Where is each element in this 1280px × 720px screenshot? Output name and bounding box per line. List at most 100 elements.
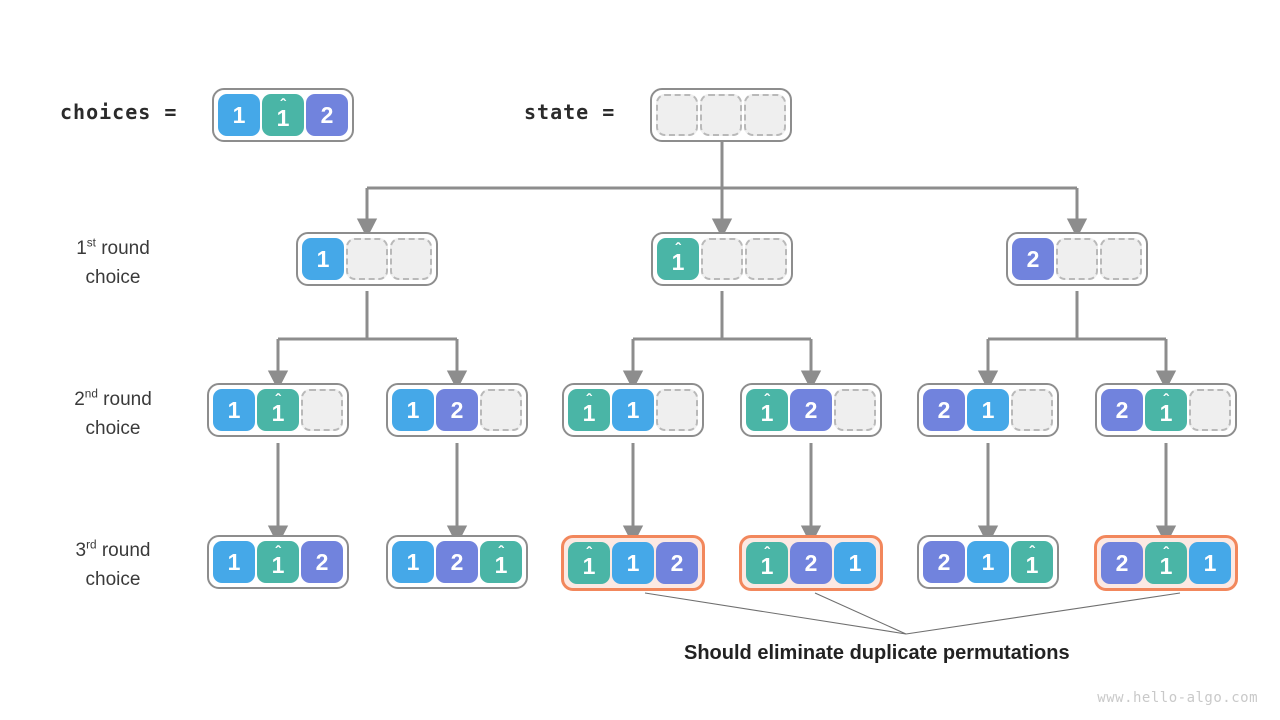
r3n6-cell-2-value-1: 1	[1189, 542, 1231, 584]
circumflex-hat-icon: ˆ	[275, 544, 281, 561]
r1n3-cell-0-value-2: 2	[1012, 238, 1054, 280]
r2n2-cell-1-value-2: 2	[436, 389, 478, 431]
round-1-line2: choice	[85, 267, 141, 289]
circumflex-hat-icon: ˆ	[280, 97, 286, 114]
r2n4-cell-1-value-2: 2	[790, 389, 832, 431]
cell-value: 1	[981, 548, 995, 575]
r3n4-cell-2-value-1: 1	[834, 542, 876, 584]
r3n1-cell-2-value-2: 2	[301, 541, 343, 583]
round-3-line2: choice	[85, 569, 141, 591]
cell-value: 2	[450, 548, 464, 575]
r2n3-empty-slot-2	[656, 389, 698, 431]
r1n1-empty-slot-1	[346, 238, 388, 280]
row-label-round-2: 2nd round choice	[28, 385, 198, 444]
choices-cell-2-value-2: 2	[306, 94, 348, 136]
cell-value: 1	[1159, 400, 1173, 426]
circumflex-hat-icon: ˆ	[764, 545, 770, 562]
cell-value: 1	[760, 400, 774, 426]
cell-value: 2	[320, 101, 334, 128]
cell-value: 1	[271, 400, 285, 426]
cell-value: 2	[804, 549, 818, 576]
cell-value: 2	[1115, 396, 1129, 423]
circumflex-hat-icon: ˆ	[1163, 545, 1169, 562]
r1n2-empty-slot-2	[745, 238, 787, 280]
r2n4-empty-slot-2	[834, 389, 876, 431]
duplicate-annotation-caption: Should eliminate duplicate permutations	[684, 642, 1070, 664]
r2n1-cell-0-value-1: 1	[213, 389, 255, 431]
cell-value: 1	[981, 396, 995, 423]
cell-value: 1	[671, 249, 685, 275]
r1n1-empty-slot-2	[390, 238, 432, 280]
cell-value: 1	[582, 400, 596, 426]
round-2-suffix: nd	[84, 387, 98, 401]
cell-value: 1	[848, 549, 862, 576]
r2n2-empty-slot-2	[480, 389, 522, 431]
cell-value: 1	[232, 101, 246, 128]
cell-value: 1	[1159, 553, 1173, 579]
cell-value: 2	[670, 549, 684, 576]
cell-value: 1	[1203, 549, 1217, 576]
cell-value: 1	[227, 396, 241, 423]
r2n6-cell-0-value-2: 2	[1101, 389, 1143, 431]
r3n3-cell-2-value-2: 2	[656, 542, 698, 584]
r3n2-cell-0-value-1: 1	[392, 541, 434, 583]
round-1-ordinal: 1	[76, 238, 87, 259]
cell-value: 2	[450, 396, 464, 423]
cell-value: 2	[937, 548, 951, 575]
circumflex-hat-icon: ˆ	[586, 392, 592, 409]
r3n2-cell-1-value-2: 2	[436, 541, 478, 583]
round-3-ordinal: 3	[75, 540, 87, 561]
r2n6-empty-slot-2	[1189, 389, 1231, 431]
r1n2-empty-slot-1	[701, 238, 743, 280]
circumflex-hat-icon: ˆ	[586, 545, 592, 562]
r3n3-cell-1-value-1: 1	[612, 542, 654, 584]
round-1-suffix: st	[86, 236, 96, 250]
circumflex-hat-icon: ˆ	[675, 241, 681, 258]
state-label: state =	[524, 100, 616, 124]
cell-value: 1	[276, 105, 290, 131]
r3n6-cell-0-value-2: 2	[1101, 542, 1143, 584]
round-3-rest: round	[96, 540, 151, 561]
cell-value: 2	[315, 548, 329, 575]
cell-value: 1	[1025, 552, 1039, 578]
choices-label: choices =	[60, 100, 178, 124]
circumflex-hat-icon: ˆ	[1029, 544, 1035, 561]
cell-value: 1	[582, 553, 596, 579]
choices-cell-0-value-1: 1	[218, 94, 260, 136]
cell-value: 1	[227, 548, 241, 575]
round-2-line2: choice	[85, 418, 141, 440]
cell-value: 1	[494, 552, 508, 578]
round-2-ordinal: 2	[74, 389, 85, 410]
r1n3-empty-slot-1	[1056, 238, 1098, 280]
round-1-rest: round	[95, 238, 150, 259]
circumflex-hat-icon: ˆ	[498, 544, 504, 561]
r1n1-cell-0-value-1: 1	[302, 238, 344, 280]
row-label-round-3: 3rd round choice	[28, 536, 198, 595]
state-empty-slot-2	[744, 94, 786, 136]
cell-value: 1	[626, 396, 640, 423]
tree-node-r1n1: 1	[296, 232, 438, 286]
cell-value: 2	[1115, 549, 1129, 576]
